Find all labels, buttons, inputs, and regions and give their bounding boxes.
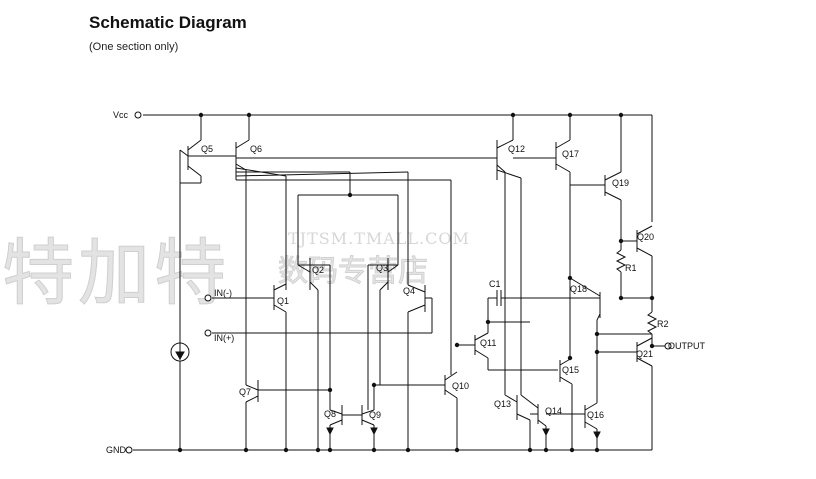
q9-transistor <box>342 384 445 450</box>
label-vcc: Vcc <box>113 110 129 120</box>
label-q14: Q14 <box>545 406 562 416</box>
page-subtitle: (One section only) <box>89 41 179 53</box>
label-q7: Q7 <box>239 387 251 397</box>
label-q1: Q1 <box>277 296 289 306</box>
q17-transistor <box>513 115 605 358</box>
q11-transistor <box>457 322 558 371</box>
label-q2: Q2 <box>312 265 324 275</box>
current-source <box>170 342 190 450</box>
r1-resistor <box>615 249 627 298</box>
watermark-brand-small: 数码专营店 <box>278 254 429 290</box>
page-title: Schematic Diagram <box>89 13 247 32</box>
label-q10: Q10 <box>452 381 469 391</box>
label-q5: Q5 <box>201 144 213 154</box>
label-q16: Q16 <box>587 410 604 420</box>
label-r2: R2 <box>657 319 669 329</box>
label-r1: R1 <box>625 263 637 273</box>
label-q15: Q15 <box>562 365 579 375</box>
q8-transistor <box>326 390 343 450</box>
label-q6: Q6 <box>250 144 262 154</box>
q13-transistor <box>504 394 531 450</box>
q14-transistor <box>520 394 550 450</box>
q20-transistor <box>621 225 653 312</box>
q2-transistor <box>297 258 319 450</box>
watermark-brand-large: 特加特 <box>1 231 231 316</box>
watermark-url: TJTSM.TMALL.COM <box>288 229 470 248</box>
q5-transistor <box>179 115 202 360</box>
junction-dots <box>177 112 655 453</box>
label-q8: Q8 <box>324 409 336 419</box>
label-q17: Q17 <box>562 149 579 159</box>
q16-transistor <box>546 402 601 450</box>
q4-transistor <box>212 172 433 450</box>
q10-transistor <box>444 180 458 450</box>
label-in-plus: IN(+) <box>214 333 234 343</box>
label-q21: Q21 <box>636 349 653 359</box>
q1-transistor <box>212 283 287 450</box>
label-output: OUTPUT <box>668 341 706 351</box>
c1-capacitor <box>487 290 600 323</box>
r2-resistor <box>646 311 658 346</box>
label-q3: Q3 <box>376 263 388 273</box>
label-c1: C1 <box>489 279 501 289</box>
label-q12: Q12 <box>508 144 525 154</box>
q18-transistor <box>569 277 601 403</box>
vcc-terminal <box>134 111 142 119</box>
output-terminal <box>664 342 672 350</box>
label-q11: Q11 <box>480 338 496 348</box>
in-plus-terminal <box>204 329 212 337</box>
in-minus-terminal <box>204 294 212 302</box>
label-q20: Q20 <box>637 232 654 242</box>
gnd-terminal <box>125 446 133 454</box>
q6-transistor <box>188 115 497 181</box>
label-in-minus: IN(-) <box>214 288 232 298</box>
label-q18: Q18 <box>570 284 587 294</box>
q7-transistor <box>245 380 330 450</box>
label-gnd: GND <box>106 445 127 455</box>
label-q9: Q9 <box>369 410 381 420</box>
label-q19: Q19 <box>612 178 629 188</box>
q21-transistor <box>597 337 653 451</box>
q12-transistor <box>496 115 522 395</box>
q3-transistor <box>379 258 399 385</box>
label-q13: Q13 <box>494 399 511 409</box>
label-q4: Q4 <box>403 286 415 296</box>
